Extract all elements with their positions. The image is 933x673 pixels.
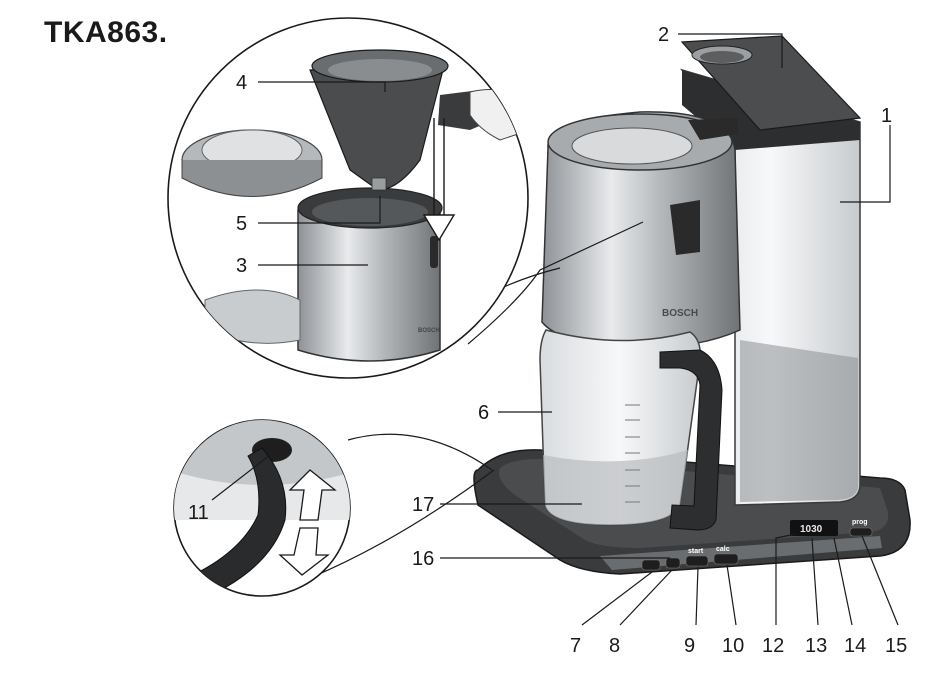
prog-label: prog	[852, 519, 868, 526]
model-title: TKA863.	[44, 16, 168, 49]
callout-4: 4	[236, 72, 247, 94]
callout-8: 8	[609, 635, 620, 657]
callout-numbers: 1 2 3 4 5 6 7 8 9 10 11 12 13 14 15 16 1…	[188, 24, 907, 657]
callout-16: 16	[412, 548, 434, 570]
callout-2: 2	[658, 24, 669, 46]
start-label: start	[688, 548, 704, 555]
callout-15: 15	[885, 635, 907, 657]
callout-14: 14	[844, 635, 866, 657]
calc-button[interactable]	[713, 553, 739, 565]
callout-10: 10	[722, 635, 744, 657]
callout-7: 7	[570, 635, 581, 657]
leader-lines	[211, 33, 899, 626]
callout-3: 3	[236, 255, 247, 277]
callout-1: 1	[881, 105, 892, 127]
brand-label: BOSCH	[662, 308, 698, 319]
callout-11: 11	[188, 502, 209, 524]
svg-text:BOSCH: BOSCH	[418, 328, 440, 334]
callout-6: 6	[478, 402, 489, 424]
clock-display	[790, 520, 838, 536]
control-panel: start calc 1030 prog	[641, 519, 873, 571]
filter-detail-inset: BOSCH	[167, 17, 644, 379]
carafe	[539, 329, 723, 531]
clock-display-value: 1030	[800, 524, 823, 535]
callout-5: 5	[236, 213, 247, 235]
callout-9: 9	[684, 635, 695, 657]
start-button[interactable]	[685, 555, 709, 567]
calc-label: calc	[716, 546, 730, 553]
handle-detail-inset	[173, 419, 495, 597]
filter-housing: BOSCH	[541, 111, 741, 349]
keep-warm-button[interactable]	[665, 557, 681, 569]
callout-17: 17	[412, 494, 434, 516]
prog-button[interactable]	[849, 527, 873, 537]
power-button[interactable]	[641, 559, 661, 571]
callout-12: 12	[762, 635, 784, 657]
callout-13: 13	[805, 635, 827, 657]
